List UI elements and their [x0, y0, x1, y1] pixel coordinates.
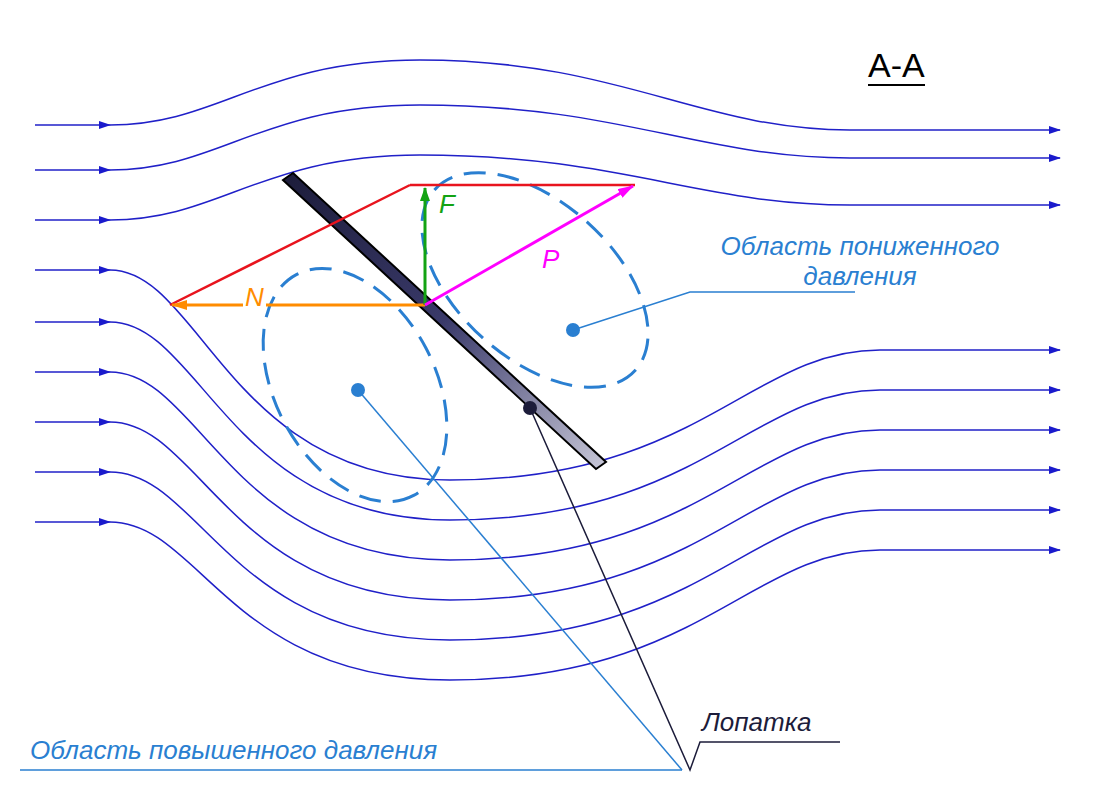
- streamlines: [35, 60, 1060, 680]
- streamline: [35, 471, 110, 473]
- streamline: [35, 521, 110, 523]
- low-pressure-region: [382, 132, 687, 429]
- streamline: [110, 105, 1060, 170]
- streamline: [35, 371, 110, 373]
- leader-line: [20, 769, 682, 771]
- force-n-vector: [172, 304, 425, 307]
- streamline: [110, 472, 1060, 640]
- parallelogram-side: [410, 184, 635, 187]
- region-label: Область пониженного давления: [685, 232, 1035, 292]
- force-label: F: [437, 190, 457, 220]
- streamline: [35, 124, 110, 126]
- leader-line: [530, 408, 840, 770]
- streamline: [35, 169, 110, 171]
- streamline: [110, 155, 1060, 220]
- force-label: P: [540, 245, 561, 275]
- force-f-vector: [424, 188, 427, 305]
- blade: [283, 173, 606, 469]
- streamline: [35, 219, 110, 221]
- part-label: Лопатка: [702, 708, 811, 738]
- force-p-vector: [425, 186, 633, 305]
- streamline: [35, 321, 110, 323]
- leader-line: [358, 390, 682, 770]
- streamline: [35, 269, 110, 271]
- leader-line: [573, 292, 855, 330]
- section-label: A-A: [868, 48, 925, 86]
- parallelogram-side: [170, 185, 410, 305]
- high-pressure-region: [226, 237, 485, 533]
- streamline: [35, 421, 110, 423]
- force-label: N: [243, 283, 266, 313]
- streamline: [110, 322, 1060, 520]
- region-label: Область повышенного давления: [30, 736, 437, 766]
